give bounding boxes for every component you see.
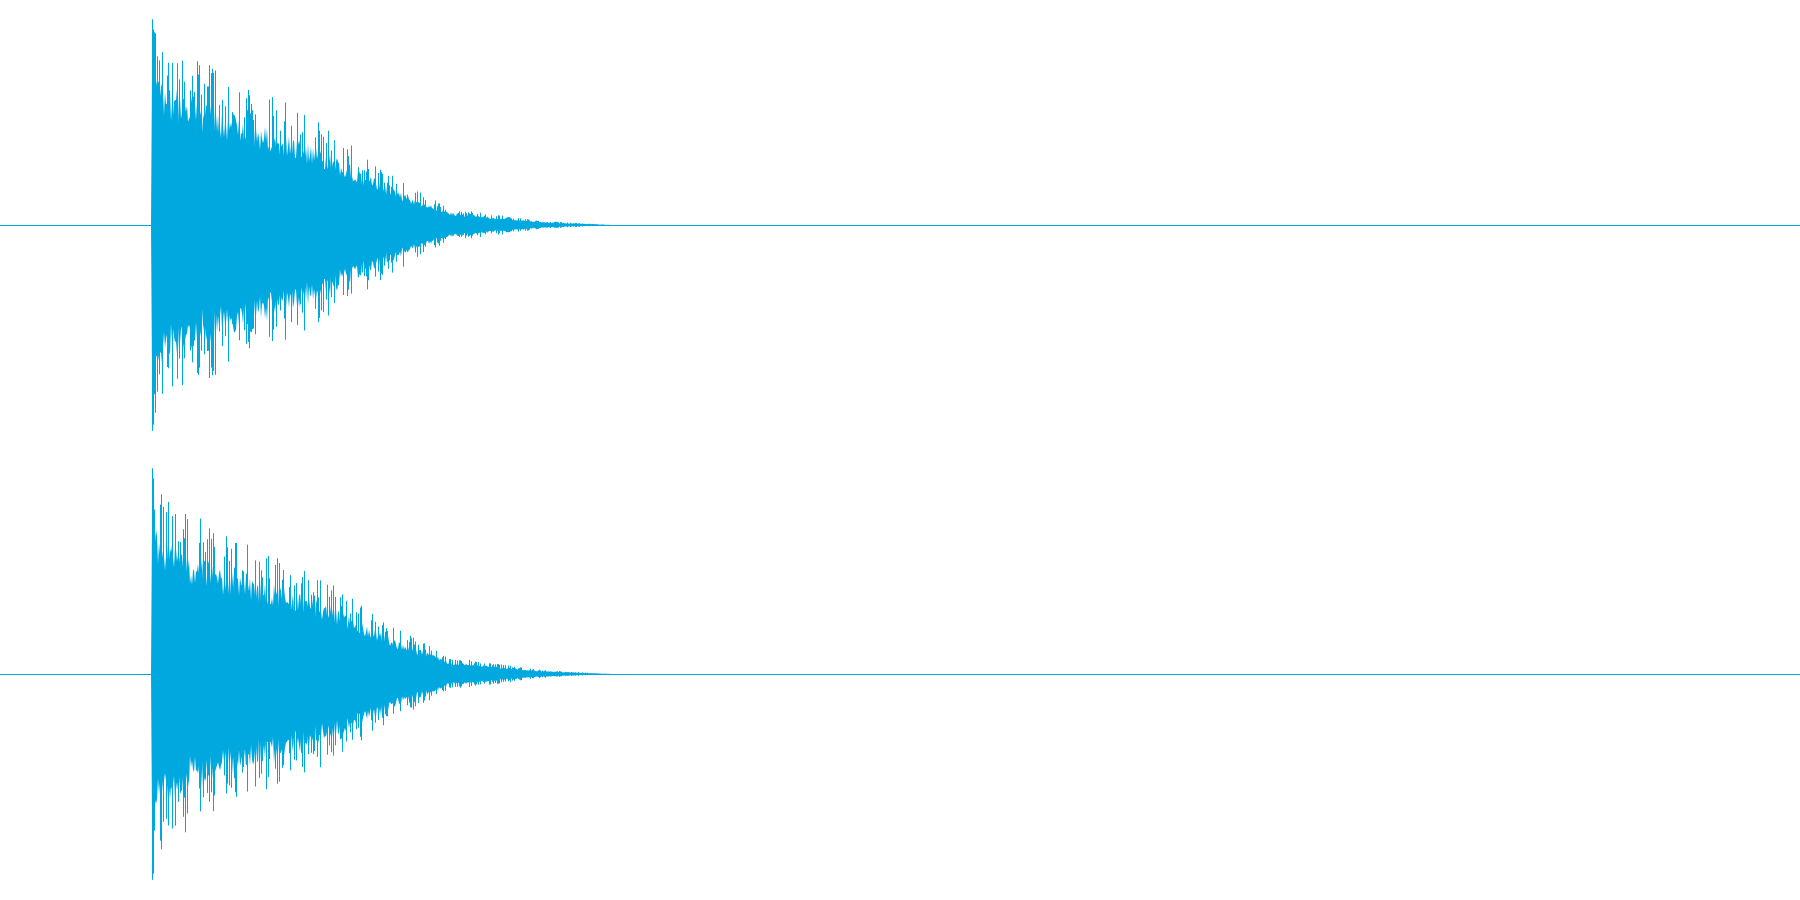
channel-1-waveform (0, 19, 1800, 431)
channel-2-envelope-body (151, 523, 612, 819)
channel-2-waveform (0, 468, 1800, 880)
